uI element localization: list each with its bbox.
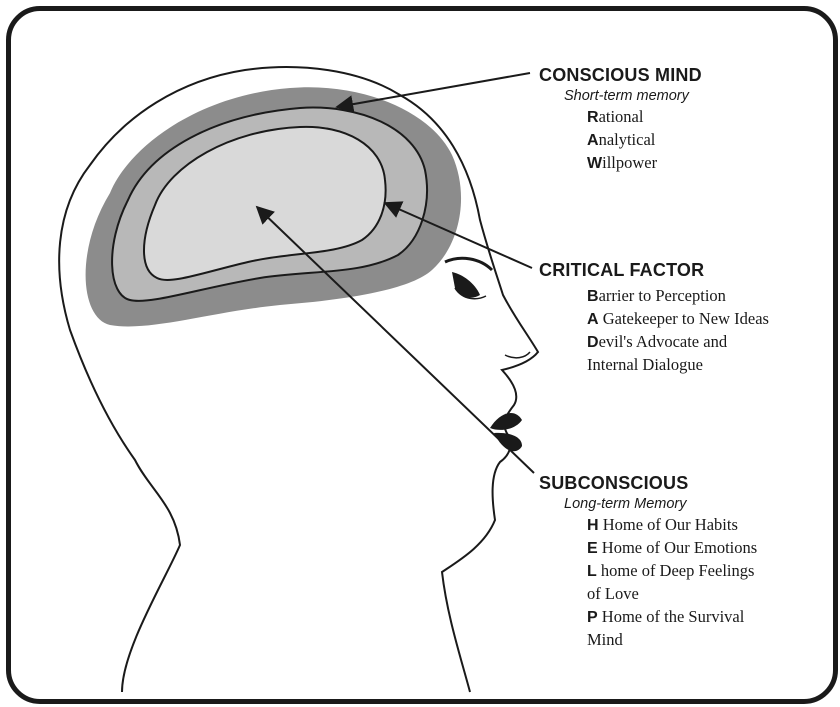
subconscious-label: SUBCONSCIOUS Long-term Memory H Home of … (539, 472, 757, 652)
conscious-mind-label: CONSCIOUS MIND Short-term memory Rationa… (539, 64, 702, 175)
subconscious-title: SUBCONSCIOUS (539, 472, 757, 494)
upper-lip (490, 413, 522, 430)
subconscious-item: L home of Deep Feelings (587, 560, 757, 583)
critical-item: Devil's Advocate and (587, 331, 769, 354)
subconscious-item: P Home of the Survival (587, 606, 757, 629)
conscious-item: Analytical (587, 129, 702, 152)
subconscious-item: E Home of Our Emotions (587, 537, 757, 560)
eyebrow (445, 258, 492, 270)
critical-factor-label: CRITICAL FACTOR Barrier to Perception A … (539, 259, 769, 377)
critical-factor-title: CRITICAL FACTOR (539, 259, 769, 281)
critical-item: Internal Dialogue (587, 354, 769, 377)
conscious-item: Rational (587, 106, 702, 129)
subconscious-item: H Home of Our Habits (587, 514, 757, 537)
conscious-mind-title: CONSCIOUS MIND (539, 64, 702, 86)
critical-item: Barrier to Perception (587, 285, 769, 308)
subconscious-item: Mind (587, 629, 757, 652)
critical-item: A Gatekeeper to New Ideas (587, 308, 769, 331)
conscious-mind-subtitle: Short-term memory (539, 86, 702, 106)
nostril (505, 352, 530, 358)
conscious-item: Willpower (587, 152, 702, 175)
eye (452, 272, 480, 298)
subconscious-subtitle: Long-term Memory (539, 494, 757, 514)
subconscious-item: of Love (587, 583, 757, 606)
